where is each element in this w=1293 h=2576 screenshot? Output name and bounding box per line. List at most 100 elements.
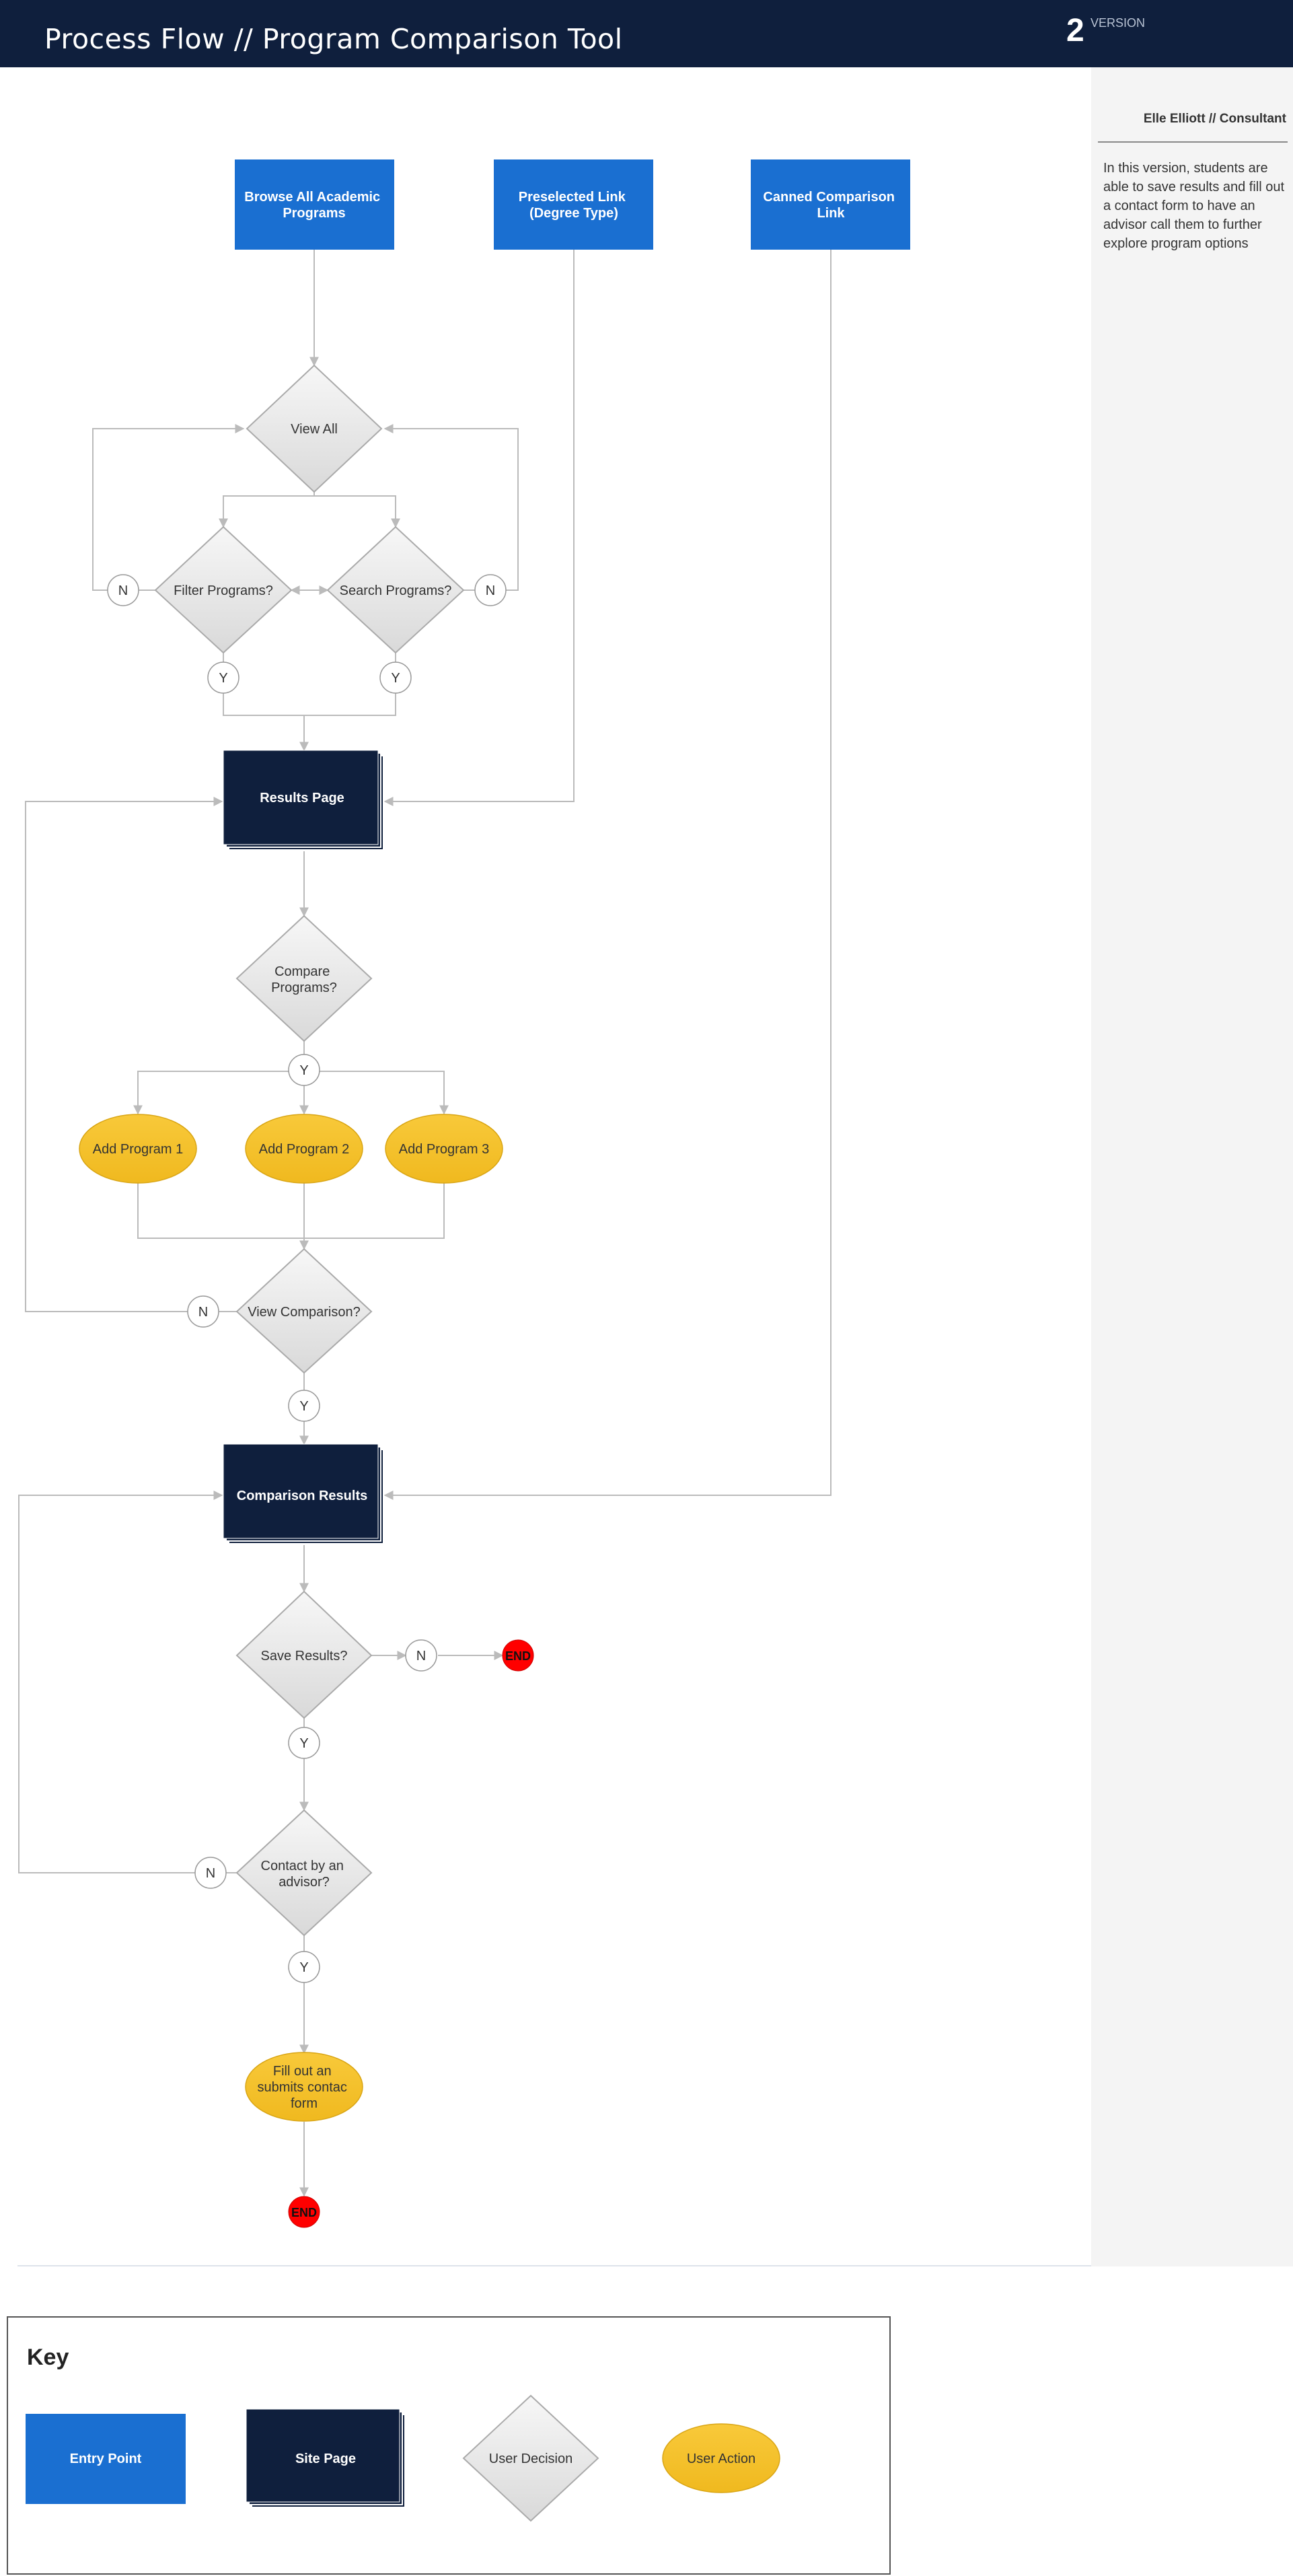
action-add-program-3: Add Program 3 (385, 1114, 503, 1184)
action-fill-label-1: Fill out an (273, 2064, 332, 2079)
decision-filter-programs: Filter Programs? (154, 526, 293, 654)
connector-y-to-add1 (133, 1071, 289, 1115)
entry-browse-label-1: Browse All Academic (244, 190, 380, 205)
key-site-page-label: Site Page (295, 2452, 356, 2466)
badge-circle-filter-y (207, 661, 239, 694)
svg-text:Compare Programs?: Compare Programs? (271, 964, 337, 995)
action-add-2-label: Add Program 2 (259, 1142, 350, 1157)
decision-view-comparison: View Comparison? (235, 1248, 373, 1374)
decision-contact-label-1: Contact by an (261, 1859, 344, 1873)
badge-search-n: N (486, 583, 495, 598)
svg-text:Contact by an advisor?: Contact by an advisor? (261, 1859, 348, 1890)
action-add-program-1: Add Program 1 (79, 1114, 197, 1184)
connector-contact-no-loop (18, 1491, 223, 1873)
yes-no-badges (107, 574, 507, 1983)
connector-adds-merge (137, 1182, 445, 1239)
connectors (18, 250, 832, 2197)
decision-save-label: Save Results? (261, 1649, 348, 1663)
entry-browse-label-2: Programs (283, 206, 345, 221)
connector-y-to-add3 (320, 1071, 449, 1115)
badge-circle-viewcomparison-n (187, 1295, 219, 1328)
entry-browse-all-programs: Browse All Academic Programs (235, 159, 394, 250)
connector-preselected-to-results (383, 250, 575, 806)
end-form-label: END (291, 2206, 317, 2219)
key-entry-point-label: Entry Point (70, 2452, 142, 2466)
badge-search-y: Y (391, 671, 400, 686)
end-terminal-form: END (288, 2196, 320, 2228)
content-divider (17, 2265, 1091, 2266)
badge-circle-filter-n (107, 574, 139, 606)
badge-circle-contact-y (288, 1951, 320, 1983)
header-bar (0, 0, 1293, 67)
action-add-program-2: Add Program 2 (245, 1114, 363, 1184)
author-line: Elle Elliott // Consultant (1143, 112, 1286, 126)
svg-text:Browse All Academic Prog: Browse All Academic Programs (244, 190, 384, 221)
badge-contact-n: N (206, 1866, 215, 1881)
decision-contact-label-2: advisor? (279, 1875, 330, 1890)
site-page-results: Results Page (223, 750, 384, 851)
key-title: Key (27, 2345, 69, 2370)
badge-viewcomparison-n: N (198, 1305, 208, 1320)
badge-circle-compare-y (288, 1054, 320, 1086)
decision-compare-programs: Compare Programs? (235, 915, 373, 1042)
badge-circle-save-n (405, 1639, 437, 1672)
svg-text:Canned Comparison Link: Canned Comparison Link (763, 190, 898, 221)
version-description: In this version, students are able to sa… (1103, 161, 1285, 251)
connector-filter-no-loop (92, 424, 245, 591)
decision-search-programs: Search Programs? (326, 526, 465, 654)
entry-canned-label-2: Link (817, 206, 845, 221)
page-title: Process Flow // Program Comparison Tool (44, 23, 623, 55)
connector-viewall-to-search (314, 495, 400, 528)
sidebar-divider (1098, 141, 1288, 143)
key-legend: Entry Point Site Page User Decision User… (26, 2394, 780, 2522)
connector-canned-to-comparisonresults (383, 250, 832, 1500)
notes-sidebar (1091, 67, 1293, 2266)
badge-save-y: Y (299, 1736, 308, 1751)
decision-view-all: View All (246, 364, 383, 493)
entry-preselected-label-1: Preselected Link (519, 190, 626, 205)
badge-circle-save-y (288, 1727, 320, 1759)
connector-viewcomparison-no-loop (25, 797, 223, 1312)
key-entry-point-swatch (26, 2414, 186, 2504)
svg-text:Preselected Link (Degree: Preselected Link (Degree Type) (519, 190, 630, 221)
badge-circle-search-y (379, 661, 412, 694)
badge-circle-viewcomparison-y (288, 1390, 320, 1422)
badge-compare-y: Y (299, 1063, 308, 1078)
connector-search-no-loop (383, 424, 519, 591)
entry-canned-label-1: Canned Comparison (763, 190, 895, 205)
entry-preselected-link: Preselected Link (Degree Type) (494, 159, 653, 250)
key-user-action-swatch (662, 2423, 780, 2493)
decision-save-results: Save Results? (235, 1590, 373, 1719)
action-fill-contact-form: Fill out an submits contac form (245, 2052, 363, 2122)
entry-canned-comparison-link: Canned Comparison Link (751, 159, 910, 250)
key-user-action-label: User Action (687, 2452, 755, 2466)
badge-contact-y: Y (299, 1960, 308, 1975)
site-page-results-label: Results Page (260, 791, 344, 806)
decision-compare-label-1: Compare (274, 964, 330, 979)
site-page-comparison-label: Comparison Results (237, 1489, 367, 1503)
decision-view-comparison-label: View Comparison? (248, 1305, 361, 1320)
badge-filter-y: Y (219, 671, 227, 686)
badge-filter-n: N (118, 583, 128, 598)
yes-no-labels: N N Y Y Y N Y N Y N Y (118, 583, 495, 1975)
version-number: 2 (1066, 13, 1084, 48)
connector-viewall-to-filter (219, 492, 315, 528)
badge-circle-contact-n (194, 1857, 227, 1889)
action-add-3-label: Add Program 3 (399, 1142, 490, 1157)
action-add-1-label: Add Program 1 (93, 1142, 184, 1157)
key-site-page-swatch (246, 2408, 406, 2508)
key-user-decision-label: User Decision (489, 2452, 572, 2466)
action-fill-label-2: submits contac (258, 2080, 347, 2095)
action-fill-label-3: form (291, 2096, 318, 2111)
decision-filter-label: Filter Programs? (174, 583, 273, 598)
entry-preselected-label-2: (Degree Type) (529, 206, 618, 221)
end-save-label: END (505, 1649, 531, 1663)
decision-search-label: Search Programs? (340, 583, 452, 598)
badge-save-n: N (416, 1649, 426, 1663)
svg-text:Fill out an submits con: Fill out an submits contac form (258, 2064, 351, 2111)
end-terminal-save: END (502, 1639, 534, 1672)
site-page-comparison-results: Comparison Results (223, 1443, 384, 1544)
version-label: VERSION (1091, 16, 1146, 30)
decision-compare-label-2: Programs? (271, 980, 337, 995)
